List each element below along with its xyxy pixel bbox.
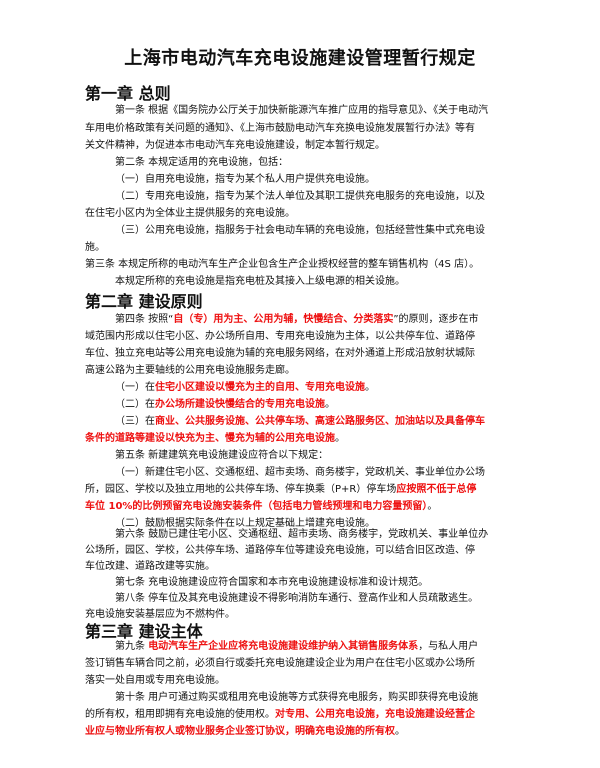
article-4-item-1: （一）在住宅小区建设以慢充为主的自用、专用充电设施。 [115,382,375,393]
article-10-line-1: 第十条 用户可通过购买或租用充电设施等方式获得充电服务，购买即获得充电设施 [115,692,479,703]
article-4-line-3: 车位、独立充电站等公用充电设施为辅的充电服务网络，在对外通道上形成沿放射状城际 [85,348,475,359]
article-4-line-1: 第四条 按照“自（专）用为主、公用为辅，快慢结合、分类落实”的原则，逐步在市 [115,314,479,325]
article-3-line-2: 本规定所称的充电设施是指充电桩及其接入上级电源的相关设施。 [115,276,405,287]
article-6-line-1: 第六条 鼓励已建住宅小区、交通枢纽、超市卖场、商务楼宇，党政机关、事业单位办 [115,529,489,540]
article-9-line-2: 签订销售车辆合同之前，必须自行或委托充电设施建设企业为用户在住宅小区或办公场所 [85,658,475,669]
article-1-line-2: 车用电价格政策有关问题的通知》、《上海市鼓励电动汽车充换电设施发展暂行办法》等有 [85,123,475,134]
article-2-item-2-line-1: （二）专用充电设施，指专为某个法人单位及其职工提供充电服务的充电设施，以及 [115,191,485,202]
article-6-line-3: 车位改建、道路改建等实施。 [85,561,215,572]
article-4-item-2: （二）在办公场所建设快慢结合的专用充电设施。 [115,399,335,410]
article-1-line-3: 关文件精神，为促进本市电动汽车充电设施建设，制定本暂行规定。 [85,140,385,151]
article-8-line-1: 第八条 停车位及其充电设施建设不得影响消防车通行、登高作业和人员疏散逃生。 [115,593,479,604]
article-3-line-1: 第三条 本规定所称的电动汽车生产企业包含生产企业授权经营的整车销售机构（4S 店… [85,259,480,270]
article-2-item-3-line-2: 施。 [85,242,105,253]
article-9-line-3: 落实一处自用或专用充电设施。 [85,675,225,686]
article-2-item-2-line-2: 在住宅小区内为全体业主提供服务的充电设施。 [85,208,295,219]
article-4-line-2: 域范围内形成以住宅小区、办公场所自用、专用充电设施为主体，以公共停车位、道路停 [85,331,475,342]
article-1-line-1: 第一条 根据《国务院办公厅关于加快新能源汽车推广应用的指导意见》、《关于电动汽 [115,105,489,116]
article-6-line-2: 公场所，园区、学校，公共停车场、道路停车位等建设充电设施，可以结合旧区改造、停 [85,545,475,556]
article-4-item-3-line-2: 条件的道路等建设以快充为主、慢充为辅的公用充电设施。 [85,433,345,444]
article-4-item-3-line-1: （三）在商业、公共服务设施、公共停车场、高速公路服务区、加油站以及具备停车 [115,416,485,427]
article-2-item-3-line-1: （三）公用充电设施，指服务于社会电动车辆的充电设施，包括经营性集中式充电设 [115,225,485,236]
article-2-line-1: 第二条 本规定适用的充电设施，包括： [115,157,289,168]
article-5-item-1-line-3: 车位 10%的比例预留充电设施安装条件（包括电力管线预埋和电力容量预留）。 [85,501,438,512]
article-5-item-2: （二）鼓励根据实际条件在以上规定基础上增建充电设施。 [115,518,375,529]
chapter-2-heading: 第二章 建设原则 [85,292,203,311]
article-2-item-1: （一）自用充电设施，指专为某个私人用户提供充电设施。 [115,174,375,185]
document-title: 上海市电动汽车充电设施建设管理暂行规定 [124,48,476,69]
chapter-1-heading: 第一章 总则 [85,84,171,103]
article-9-line-1: 第九条 电动汽车生产企业应将充电设施建设维护纳入其销售服务体系，与私人用户 [115,641,479,652]
article-10-line-2: 的所有权，租用即拥有充电设施的使用权。对专用、公用充电设施，充电设施建设经营企 [85,709,475,720]
article-5-line-1: 第五条 新建建筑充电设施建设应符合以下规定： [115,450,329,461]
article-5-item-1-line-1: （一）新建住宅小区、交通枢纽、超市卖场、商务楼宇，党政机关、事业单位办公场 [115,467,485,478]
article-5-item-1-line-2: 所，园区、学校以及独立用地的公共停车场、停车换乘（P+R）停车场应按照不低于总停 [85,484,477,495]
article-4-line-4: 高速公路为主要轴线的公用充电设施服务走廊。 [85,365,295,376]
article-10-line-3: 业应与物业所有权人或物业服务企业签订协议，明确充电设施的所有权。 [85,726,405,737]
article-8-line-2: 充电设施安装基层应为不燃构件。 [85,609,235,620]
article-7-line-1: 第七条 充电设施建设应符合国家和本市充电设施建设标准和设计规范。 [115,577,429,588]
chapter-3-heading: 第三章 建设主体 [85,622,203,641]
